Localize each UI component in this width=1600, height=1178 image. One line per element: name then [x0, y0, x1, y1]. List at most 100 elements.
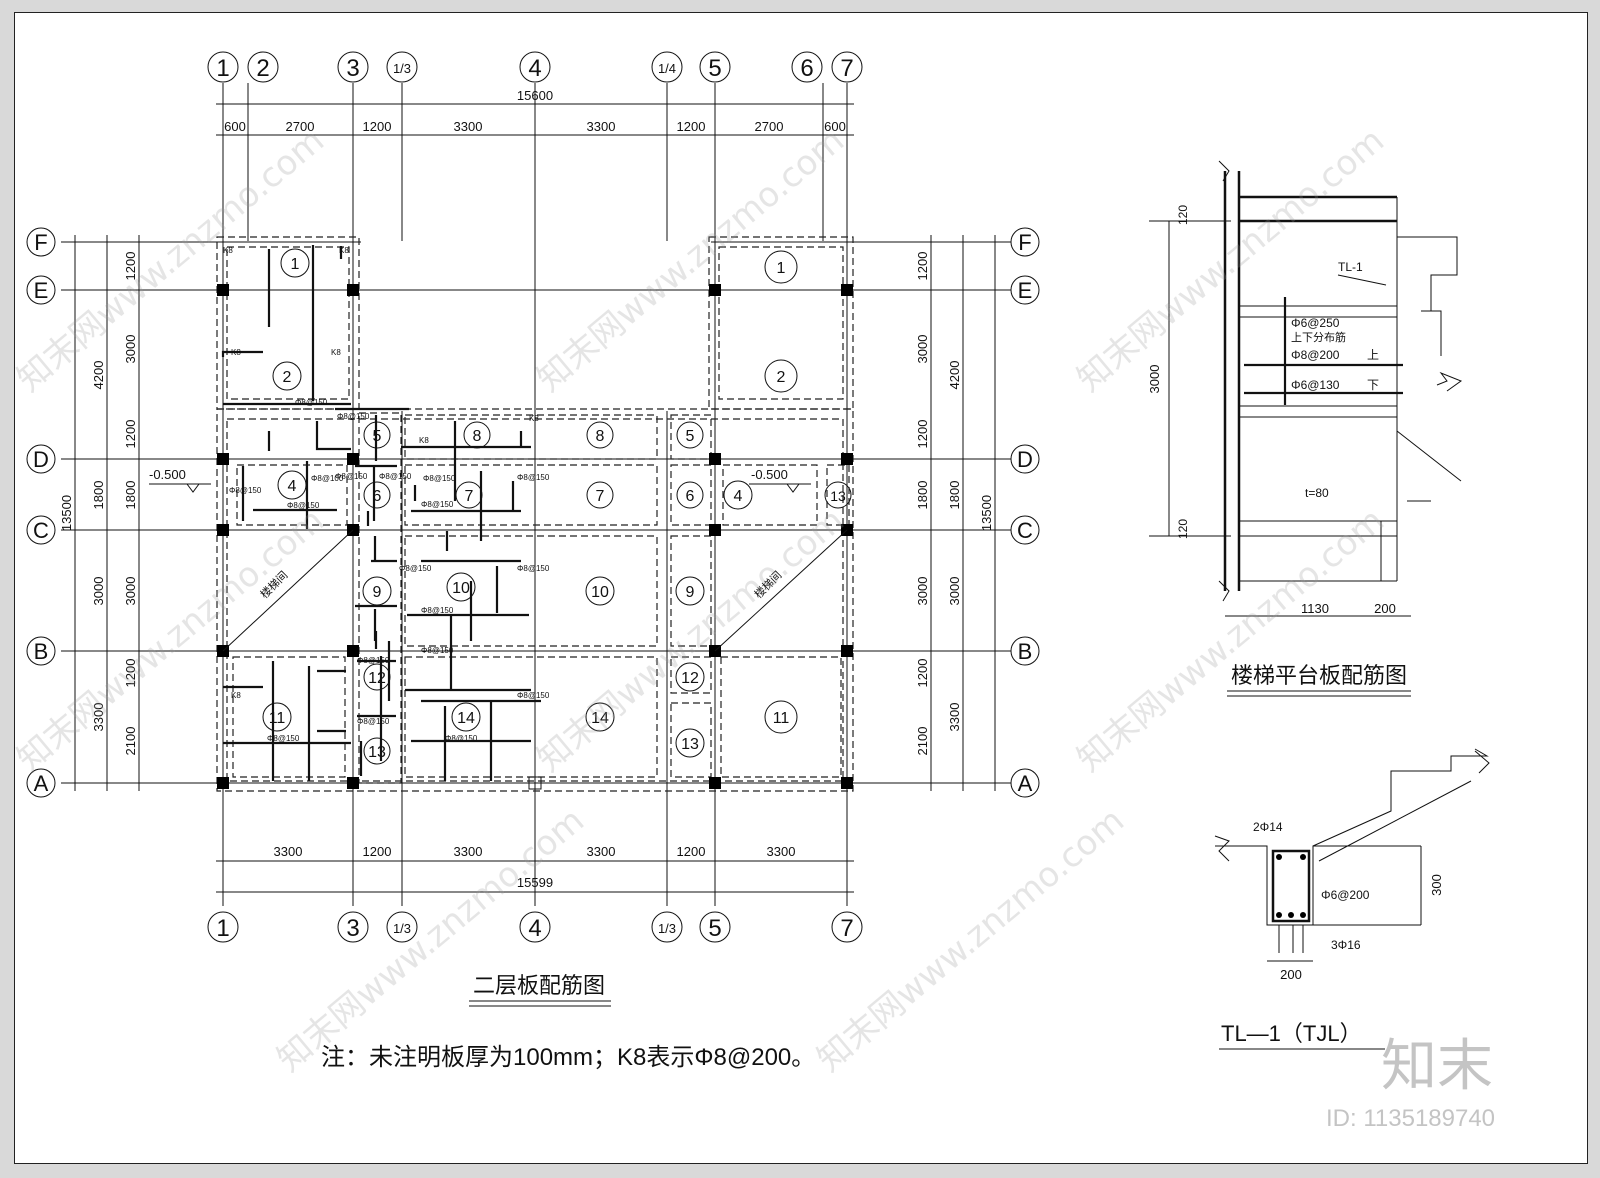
- svg-text:6: 6: [373, 488, 382, 505]
- axis-bubbles-rows: F E D C B A F E D C B A: [26, 227, 1040, 798]
- svg-text:1800: 1800: [947, 481, 962, 510]
- axis-label: 1: [216, 915, 229, 942]
- svg-text:2700: 2700: [286, 119, 315, 134]
- axis-bubble: [651, 51, 683, 83]
- dimensions-bottom: 3300 1200 3300 3300 1200 3300 15599: [216, 844, 854, 893]
- axis-bubbles-top: 1 2 3 1/3 4 1/4 5 6 7: [207, 51, 863, 83]
- svg-text:Φ8@150: Φ8@150: [287, 501, 320, 510]
- svg-text:4200: 4200: [947, 361, 962, 390]
- svg-text:Φ8@150: Φ8@150: [517, 691, 550, 700]
- watermark-logo: 知末 ID: 1135189740: [1326, 1034, 1495, 1132]
- axis-label: 3: [346, 915, 359, 942]
- svg-text:9: 9: [686, 584, 695, 601]
- plan-note: 注：未注明板厚为100mm；K8表示Φ8@200。: [321, 1044, 815, 1071]
- svg-text:Φ8@150: Φ8@150: [295, 398, 328, 407]
- axis-bubble: [337, 51, 369, 83]
- svg-text:2: 2: [283, 369, 292, 386]
- axis-bubble: [207, 51, 239, 83]
- svg-text:D: D: [1017, 447, 1033, 472]
- svg-text:Φ8@150: Φ8@150: [337, 412, 370, 421]
- svg-text:1200: 1200: [363, 119, 392, 134]
- svg-text:3Φ16: 3Φ16: [1331, 938, 1361, 952]
- svg-text:K8: K8: [231, 691, 241, 700]
- beam-outlines: [216, 236, 854, 792]
- svg-text:上下分布筋: 上下分布筋: [1291, 330, 1346, 344]
- svg-text:3300: 3300: [454, 119, 483, 134]
- svg-text:200: 200: [1374, 601, 1396, 616]
- svg-text:知末: 知末: [1381, 1034, 1493, 1097]
- svg-text:K8: K8: [529, 414, 539, 423]
- svg-text:3000: 3000: [915, 577, 930, 606]
- svg-text:12: 12: [368, 670, 386, 687]
- beam-section-detail: 2Φ14 Φ6@200 3Φ16 300 200 TL—1（TJL）: [1214, 748, 1490, 1050]
- svg-text:2Φ14: 2Φ14: [1253, 820, 1283, 834]
- svg-text:10: 10: [452, 580, 470, 597]
- svg-text:2100: 2100: [915, 727, 930, 756]
- axis-bubble: [386, 51, 418, 83]
- svg-text:Φ8@150: Φ8@150: [399, 564, 432, 573]
- svg-text:E: E: [34, 278, 49, 303]
- svg-text:15599: 15599: [517, 875, 553, 890]
- svg-text:K8: K8: [231, 348, 241, 357]
- svg-text:Φ8@150: Φ8@150: [357, 656, 390, 665]
- svg-text:Φ8@150: Φ8@150: [445, 734, 478, 743]
- axis-label: 7: [840, 915, 853, 942]
- svg-text:Φ8@150: Φ8@150: [421, 606, 454, 615]
- svg-text:上: 上: [1367, 348, 1379, 362]
- svg-text:3300: 3300: [454, 844, 483, 859]
- svg-text:t=80: t=80: [1305, 486, 1329, 500]
- svg-text:C: C: [33, 518, 49, 543]
- svg-text:5: 5: [686, 428, 695, 445]
- svg-text:C: C: [1017, 518, 1033, 543]
- svg-text:D: D: [33, 447, 49, 472]
- axis-label: 4: [528, 55, 541, 82]
- svg-text:3000: 3000: [947, 577, 962, 606]
- svg-text:1800: 1800: [91, 481, 106, 510]
- svg-text:7: 7: [596, 488, 605, 505]
- svg-text:4: 4: [288, 478, 297, 495]
- svg-text:E: E: [1018, 278, 1033, 303]
- svg-text:A: A: [34, 771, 49, 796]
- svg-text:F: F: [1018, 230, 1031, 255]
- stair-platform-detail: 120 3000 120 1130 200 TL-1 Φ6@250 上下分布筋 …: [1147, 160, 1463, 697]
- svg-text:11: 11: [773, 710, 790, 727]
- svg-text:3000: 3000: [1147, 365, 1162, 394]
- svg-text:4200: 4200: [91, 361, 106, 390]
- svg-text:2: 2: [777, 369, 786, 386]
- svg-text:2100: 2100: [123, 727, 138, 756]
- svg-text:3300: 3300: [91, 703, 106, 732]
- svg-text:1200: 1200: [123, 252, 138, 281]
- svg-text:13: 13: [368, 744, 386, 761]
- svg-text:Φ8@150: Φ8@150: [335, 472, 368, 481]
- svg-text:3300: 3300: [947, 703, 962, 732]
- axis-label: 1/3: [393, 921, 411, 936]
- dimensions-top: 15600 600 2700 1200 3300 3300 1200 2700 …: [216, 88, 854, 136]
- svg-text:3300: 3300: [587, 119, 616, 134]
- axis-bubble: [699, 51, 731, 83]
- svg-text:Φ8@100: Φ8@100: [311, 474, 344, 483]
- svg-text:1: 1: [777, 260, 786, 277]
- axis-label: 1/4: [658, 61, 676, 76]
- svg-text:8: 8: [473, 428, 482, 445]
- svg-text:1200: 1200: [123, 420, 138, 449]
- svg-text:Φ8@150: Φ8@150: [229, 486, 262, 495]
- axis-label: 1: [216, 55, 229, 82]
- svg-text:9: 9: [373, 584, 382, 601]
- svg-text:-0.500: -0.500: [751, 467, 788, 482]
- svg-text:Φ8@150: Φ8@150: [421, 500, 454, 509]
- axis-label: 4: [528, 915, 541, 942]
- svg-text:Φ6@200: Φ6@200: [1321, 888, 1370, 902]
- svg-text:下: 下: [1367, 378, 1379, 392]
- svg-text:3000: 3000: [123, 577, 138, 606]
- svg-text:13500: 13500: [59, 495, 74, 531]
- svg-text:120: 120: [1176, 205, 1190, 225]
- axis-label: 5: [708, 915, 721, 942]
- svg-text:K8: K8: [339, 246, 349, 255]
- axis-bubble: [247, 51, 279, 83]
- axis-label: 3: [346, 55, 359, 82]
- svg-text:3000: 3000: [915, 335, 930, 364]
- svg-text:Φ8@200: Φ8@200: [1291, 348, 1340, 362]
- svg-text:600: 600: [824, 119, 846, 134]
- svg-text:A: A: [1018, 771, 1033, 796]
- svg-text:1200: 1200: [677, 119, 706, 134]
